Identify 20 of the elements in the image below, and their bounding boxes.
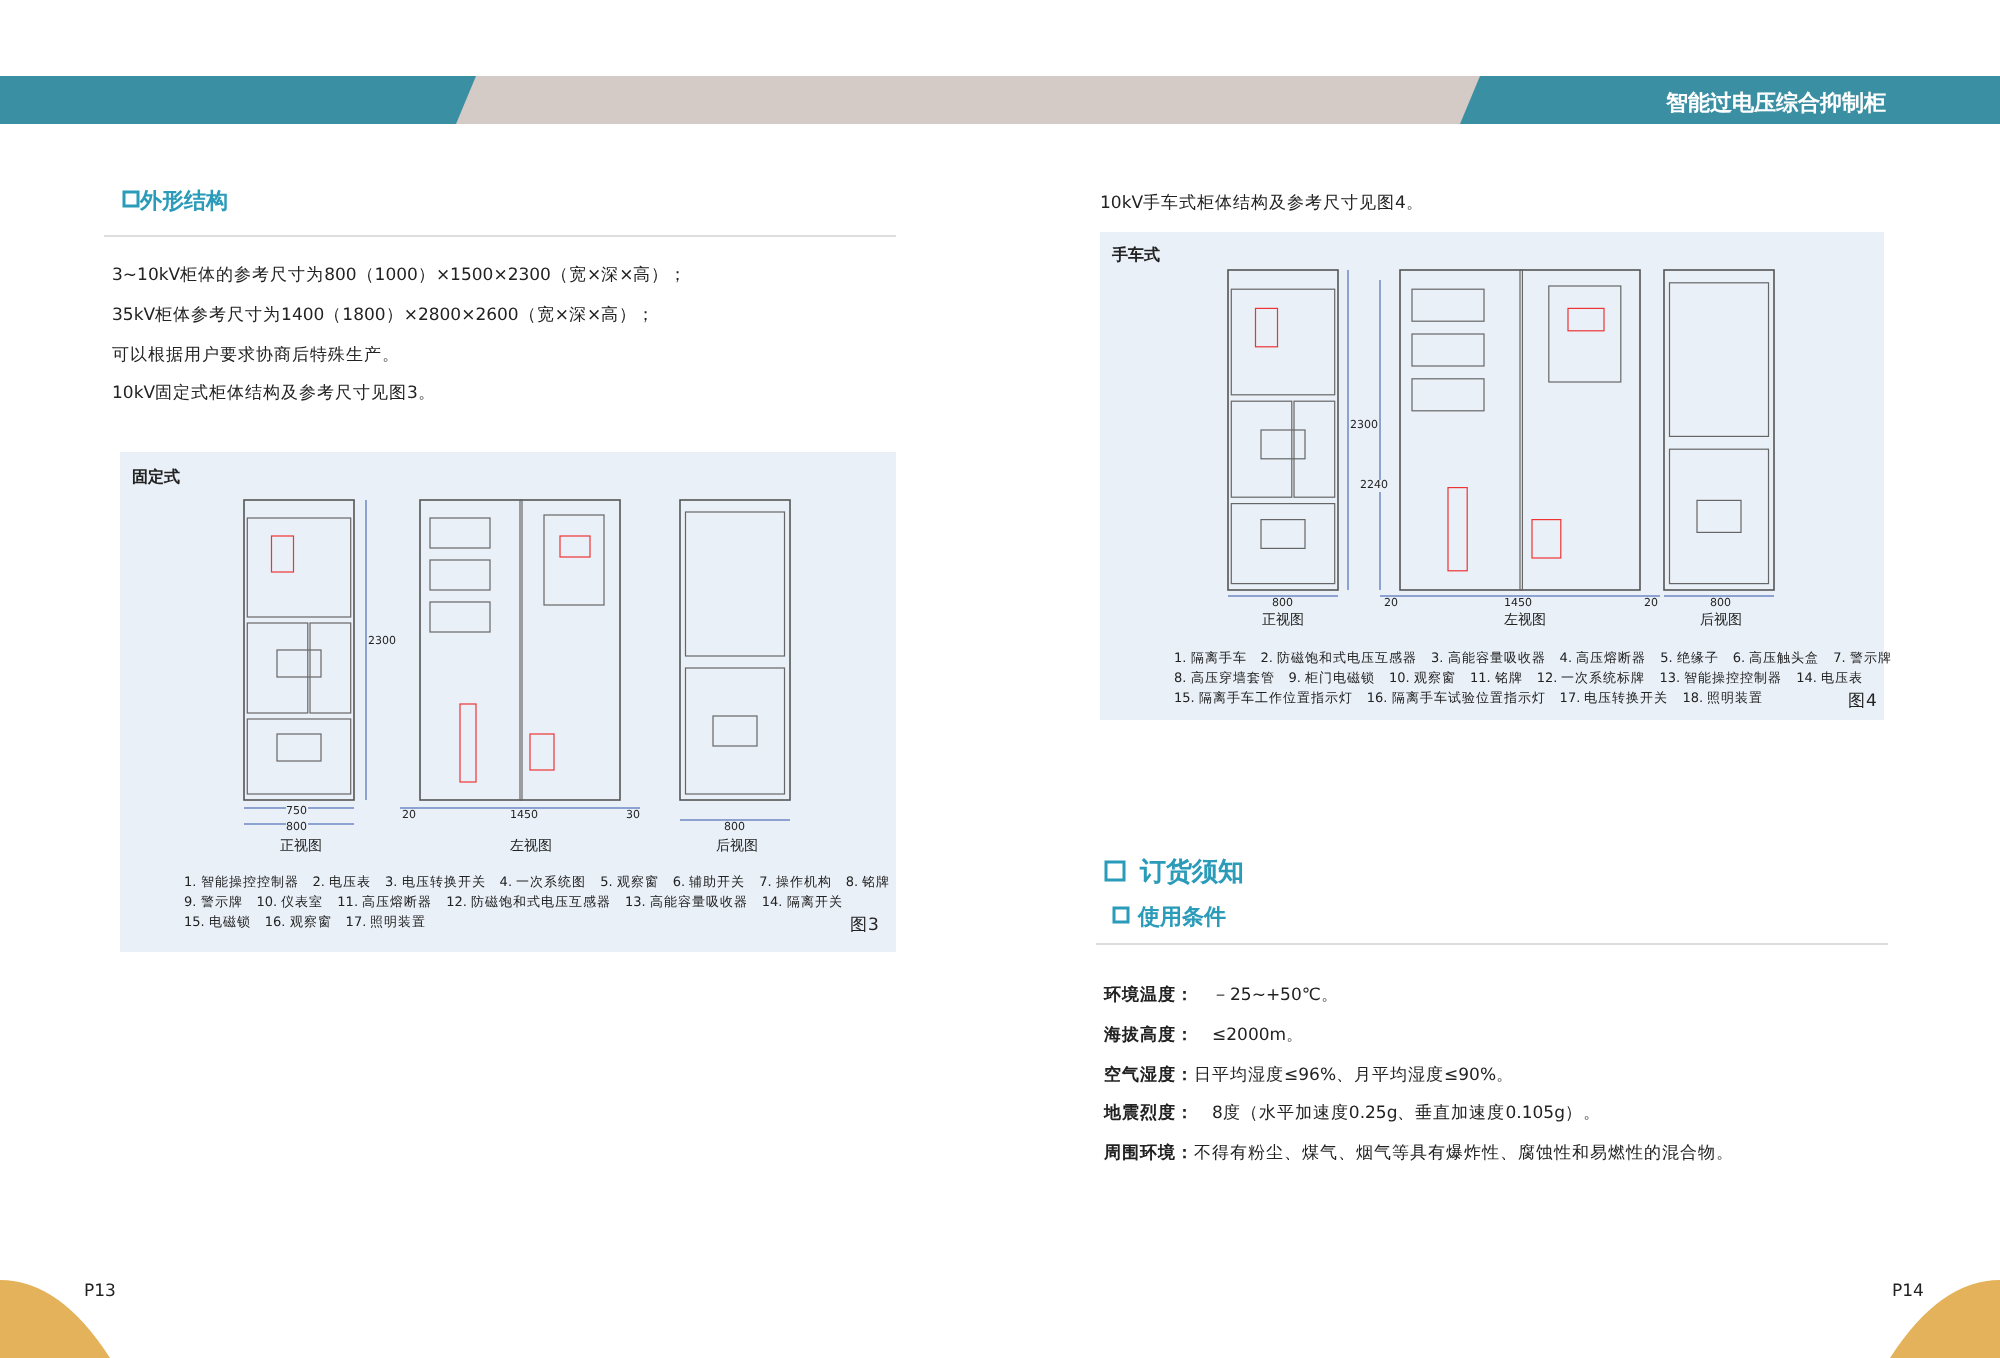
page-number: P13 <box>84 1282 116 1302</box>
condition-text: 周围环境：不得有粉尘、煤气、烟气等具有爆炸性、腐蚀性和易燃性的混合物。 <box>1104 1142 1734 1166</box>
body-text: 10kV手车式柜体结构及参考尺寸见图4。 <box>1100 192 1424 216</box>
condition-text: 环境温度： －25~+50℃。 <box>1104 984 1339 1008</box>
page-number: P14 <box>1892 1282 1924 1302</box>
figure-heading: 手车式 <box>1112 244 1160 266</box>
product-title: 智能过电压综合抑制柜 <box>1666 88 1886 118</box>
body-text: 10kV固定式柜体结构及参考尺寸见图3。 <box>112 382 436 406</box>
condition-text: 地震烈度： 8度（水平加速度0.25g、垂直加速度0.105g）。 <box>1104 1102 1601 1126</box>
body-text: 3~10kV柜体的参考尺寸为800（1000）×1500×2300（宽×深×高）； <box>112 264 688 288</box>
condition-text: 空气湿度：日平均湿度≤96%、月平均湿度≤90%。 <box>1104 1064 1515 1088</box>
section-heading: 外形结构 <box>140 186 228 216</box>
body-text: 可以根据用户要求协商后特殊生产。 <box>112 344 400 368</box>
figure-number: 图4 <box>1848 690 1877 714</box>
section-heading: 订货须知 <box>1140 856 1244 890</box>
figure-heading: 固定式 <box>132 466 180 488</box>
figure-number: 图3 <box>850 914 879 938</box>
condition-text: 海拔高度： ≤2000m。 <box>1104 1024 1305 1048</box>
subsection-heading: 使用条件 <box>1138 902 1226 932</box>
body-text: 35kV柜体参考尺寸为1400（1800）×2800×2600（宽×深×高）； <box>112 304 656 328</box>
